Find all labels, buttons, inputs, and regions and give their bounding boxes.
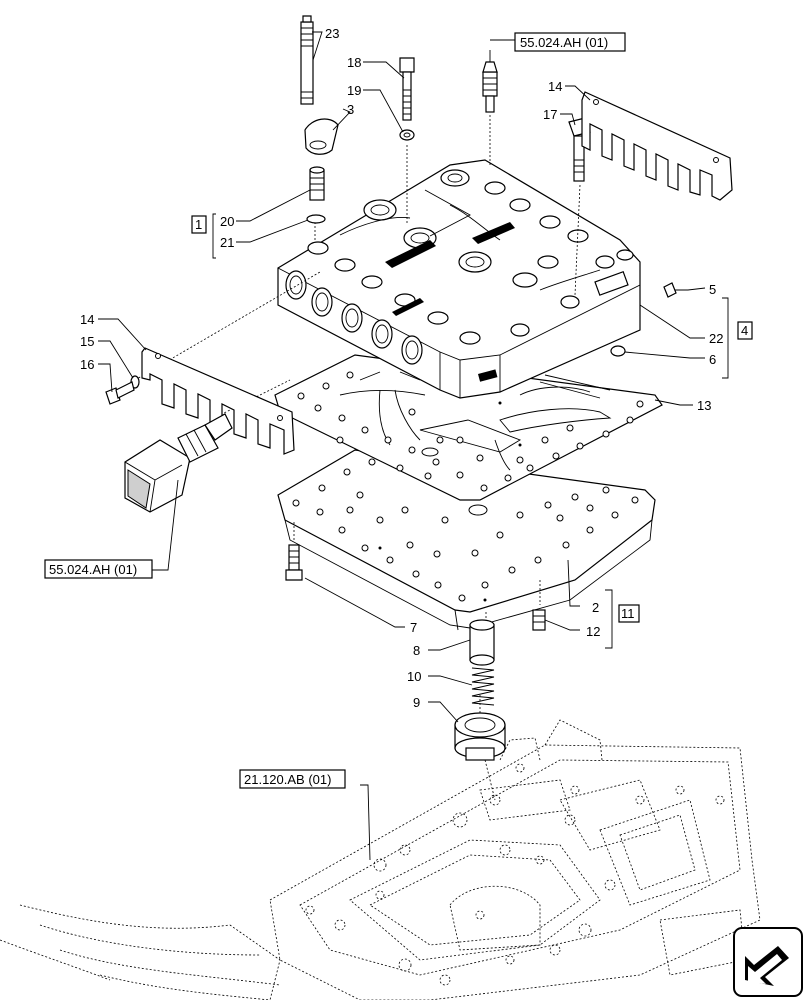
- valve-block: [277, 159, 641, 399]
- callout-19: 19: [347, 83, 361, 98]
- callout-2: 2: [592, 600, 599, 615]
- callout-11: 11: [621, 606, 635, 621]
- bolt-18: [399, 57, 415, 121]
- callout-5: 5: [709, 282, 716, 297]
- callout-labels: 23 18 19 3 20 21 14 17 14 15 16 5 22 6 1…: [80, 26, 723, 710]
- callout-box-4: [737, 321, 753, 340]
- callout-14-left: 14: [80, 312, 94, 327]
- sleeve-8: [469, 619, 495, 666]
- plug-9: [454, 712, 506, 761]
- stud-23: [300, 15, 314, 105]
- transmission-housing: [0, 719, 761, 1000]
- ref-housing: 21.120.AB (01): [244, 772, 331, 787]
- clamp-plate-right: [581, 91, 733, 201]
- callout-6: 6: [709, 352, 716, 367]
- callout-3: 3: [347, 102, 354, 117]
- callout-7: 7: [410, 620, 417, 635]
- callout-4: 4: [741, 323, 748, 338]
- callout-15: 15: [80, 334, 94, 349]
- ref-solenoid-top: 55.024.AH (01): [520, 35, 608, 50]
- ball-6: [610, 345, 626, 357]
- washer-19: [399, 129, 415, 141]
- screw-5: [663, 282, 677, 298]
- reference-boxes: 55.024.AH (01) 55.024.AH (01) 21.120.AB …: [44, 32, 626, 789]
- ref-solenoid-left: 55.024.AH (01): [49, 562, 137, 577]
- callout-22: 22: [709, 331, 723, 346]
- bolt-7: [285, 544, 303, 581]
- leader-lines: [98, 31, 729, 861]
- fitting-20: [309, 166, 325, 201]
- callout-1: 1: [195, 217, 202, 232]
- solenoid-top: [482, 61, 498, 113]
- callout-13: 13: [697, 398, 711, 413]
- callout-16: 16: [80, 357, 94, 372]
- ref-box-housing: [239, 769, 346, 789]
- gasket: [274, 354, 663, 501]
- callout-14-right: 14: [548, 79, 562, 94]
- ref-box-solenoid-left: [44, 559, 153, 579]
- solenoid-left: [124, 413, 233, 513]
- callout-10: 10: [407, 669, 421, 684]
- callout-17: 17: [543, 107, 557, 122]
- valve-block-ports: [285, 270, 423, 365]
- plug-12: [532, 609, 546, 631]
- callout-box-1: [191, 215, 207, 234]
- boxed-callouts: 1 4 11: [191, 215, 753, 623]
- callout-18: 18: [347, 55, 361, 70]
- callout-9: 9: [413, 695, 420, 710]
- spring-10: [471, 667, 495, 706]
- bolt-16: [105, 381, 135, 405]
- bracket-3: [304, 118, 339, 155]
- callout-21: 21: [220, 235, 234, 250]
- callout-12: 12: [586, 624, 600, 639]
- ref-box-solenoid-top: [514, 32, 626, 52]
- callout-box-11: [618, 604, 640, 623]
- callout-8: 8: [413, 643, 420, 658]
- arrow-icon[interactable]: [733, 927, 803, 997]
- callout-23: 23: [325, 26, 339, 41]
- o-ring-21: [306, 214, 326, 224]
- callout-20: 20: [220, 214, 234, 229]
